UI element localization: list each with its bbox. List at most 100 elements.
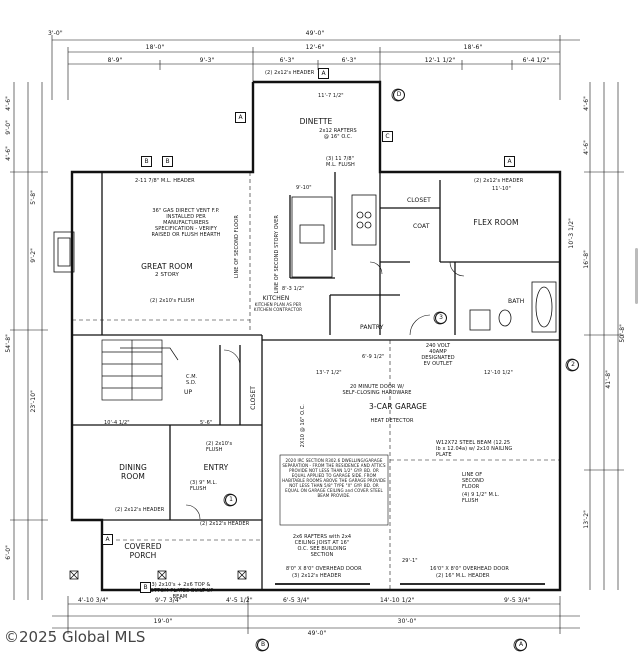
room-great-room: GREAT ROOM	[141, 262, 193, 271]
watermark: ©2025 Global MLS	[4, 628, 146, 646]
note-kitchen-dim: 8'-3 1/2"	[282, 286, 305, 292]
dim-top-row3-d: 6'-3"	[341, 57, 357, 64]
dim-left-6: 54'-8"	[5, 334, 12, 353]
note-ml-flush: (3) 11 7/8" M.L. FLUSH	[326, 156, 355, 168]
tag-b-porch: B	[140, 582, 151, 593]
room-coat: COAT	[413, 223, 430, 230]
dim-top-row2-b: 12'-6"	[305, 44, 325, 51]
note-ml-header: 2-11 7/8" M.L. HEADER	[135, 178, 195, 184]
garage-separation-box	[279, 454, 389, 526]
dim-left-2: 9'-0"	[5, 120, 12, 135]
note-2x10-flush: (2) 2x10's FLUSH	[150, 298, 195, 304]
tag-one: 1	[225, 494, 237, 506]
dimension-lines-top	[51, 35, 580, 100]
dim-right-1: 4'-6"	[583, 96, 590, 111]
cm-sd: C.M. S.D.	[186, 374, 198, 386]
fireplace	[53, 231, 75, 273]
note-flex-dim: 11'-10"	[492, 186, 511, 192]
room-great-room-sub: 2 STORY	[155, 272, 179, 278]
note-gas-vent: 36" GAS DIRECT VENT F.P. INSTALLED PER M…	[151, 208, 221, 238]
dim-left-8: 6'-0"	[5, 545, 12, 560]
note-kitchen-top: 9'-10"	[296, 185, 312, 191]
dim-right-6: 41'-8"	[605, 370, 612, 389]
note-entry-flush2: (2) 2x10's FLUSH	[206, 441, 233, 453]
note-dinette-dim: 11'-7 1/2"	[318, 93, 344, 99]
dim-bottom-row-a: 19'-0"	[153, 618, 173, 625]
tag-d-top: D	[393, 89, 405, 101]
dim-left-3: 4'-6"	[5, 146, 12, 161]
dimension-lines-left	[10, 82, 48, 600]
note-garage-line: LINE OF SECOND FLOOR	[462, 472, 484, 490]
note-ev-outlet: 240 VOLT 40AMP DESIGNATED EV OUTLET	[421, 343, 455, 367]
note-door: 20 MINUTE DOOR W/ SELF-CLOSING HARDWARE	[342, 384, 412, 396]
note-overhead1: 8'0" X 8'0" OVERHEAD DOOR	[286, 566, 362, 572]
note-overhead2-header: (2) 16" M.L. HEADER	[436, 573, 490, 579]
kitchen-counters	[291, 194, 377, 278]
dim-left-5: 9'-2"	[30, 248, 37, 263]
dim-top-row3-c: 6'-3"	[279, 57, 295, 64]
tag-b2: B	[162, 156, 173, 167]
tag-a-top: A	[318, 68, 329, 79]
note-entry-dim: 10'-4 1/2"	[104, 420, 130, 426]
interior-walls	[72, 172, 560, 590]
note-rafters: 2x12 RAFTERS @ 16" O.C.	[319, 128, 357, 140]
dim-bottom-row2-d: 6'-5 3/4"	[283, 597, 310, 604]
tag-a-porch: A	[102, 534, 113, 545]
garage-heat-detector: HEAT DETECTOR	[370, 418, 414, 424]
room-bath: BATH	[508, 298, 525, 305]
note-porch-plates: (3) 2x10's + 2x6 TOP & BOTTOM PLATES BUI…	[146, 582, 214, 600]
dim-bottom-row2-e: 14'-10 1/2"	[380, 597, 415, 604]
note-garage-dim3: 29'-1"	[402, 558, 418, 564]
note-flex-header: (2) 2x12's HEADER	[474, 178, 524, 184]
tag-three: 3	[435, 312, 447, 324]
room-closet: CLOSET	[407, 197, 431, 204]
room-closet-2: CLOSET	[250, 386, 257, 410]
note-joist: 2X10 @ 16" O.C.	[300, 404, 306, 448]
dim-top-row3-e: 12'-1 1/2"	[424, 57, 456, 64]
note-line-second-story: LINE OF SECOND STORY OVER	[274, 215, 280, 294]
dim-bottom-row2-c: 4'-5 1/2"	[226, 597, 253, 604]
note-garage-dim1: 13'-7 1/2"	[316, 370, 342, 376]
dim-left-1: 4'-6"	[5, 96, 12, 111]
room-garage: 3-CAR GARAGE	[368, 402, 428, 411]
note-header-dinette: (2) 2x12's HEADER	[265, 70, 315, 76]
note-line-second-floor: LINE OF SECOND FLOOR	[234, 215, 240, 278]
dim-right-2: 4'-6"	[583, 140, 590, 155]
room-flex: FLEX ROOM	[473, 218, 519, 227]
room-dining: DINING ROOM	[119, 463, 147, 481]
exterior-walls	[70, 80, 562, 592]
dim-top-row3-f: 6'-4 1/2"	[522, 57, 550, 64]
tag-b1: B	[141, 156, 152, 167]
note-garage-dim2: 12'-10 1/2"	[484, 370, 513, 376]
room-dinette: DINETTE	[299, 117, 333, 126]
room-pantry: PANTRY	[360, 324, 384, 331]
porch-posts	[69, 570, 247, 580]
note-ml-flush2: (4) 9 1/2" M.L. FLUSH	[462, 492, 500, 504]
note-pantry-dim: 6'-9 1/2"	[362, 354, 385, 360]
tag-a-right: A	[504, 156, 515, 167]
tag-c: C	[382, 131, 393, 142]
dimension-lines-right	[584, 82, 624, 590]
scrollbar[interactable]	[635, 248, 638, 304]
dim-right-7: 13'-2"	[583, 510, 590, 529]
tag-a-left: A	[235, 112, 246, 123]
dim-right-3: 10'-3 1/2"	[568, 218, 575, 249]
dim-right-4: 16'-8"	[583, 250, 590, 269]
stairs-up: UP	[184, 389, 193, 396]
room-kitchen-sub: KITCHEN PLAN AS PER KITCHEN CONTRACTOR	[253, 302, 303, 312]
note-rafters-porch: 2x6 RAFTERS with 2x4 CEILING JOIST AT 16…	[292, 534, 352, 558]
dimension-lines-bottom	[52, 596, 580, 634]
dim-left-4: 5'-8"	[30, 190, 37, 205]
room-covered-porch: COVERED PORCH	[124, 542, 162, 560]
dim-right-5: 50'-8"	[619, 324, 626, 343]
dim-bottom-row-b: 30'-0"	[397, 618, 417, 625]
tag-two: 2	[567, 359, 579, 371]
dim-bottom-row2-b: 9'-7 3/4"	[155, 597, 182, 604]
dim-top-row2-a: 18'-0"	[145, 44, 165, 51]
section-markers	[223, 88, 579, 652]
tag-b-bottom: B	[257, 639, 269, 651]
note-garage-separation: 2020 IRC SECTION R302.6 DWELLING/GARAGE …	[282, 458, 386, 498]
dim-top-row2-c: 18'-6"	[463, 44, 483, 51]
second-floor-line	[72, 172, 560, 590]
tag-a-bottom: A	[515, 639, 527, 651]
